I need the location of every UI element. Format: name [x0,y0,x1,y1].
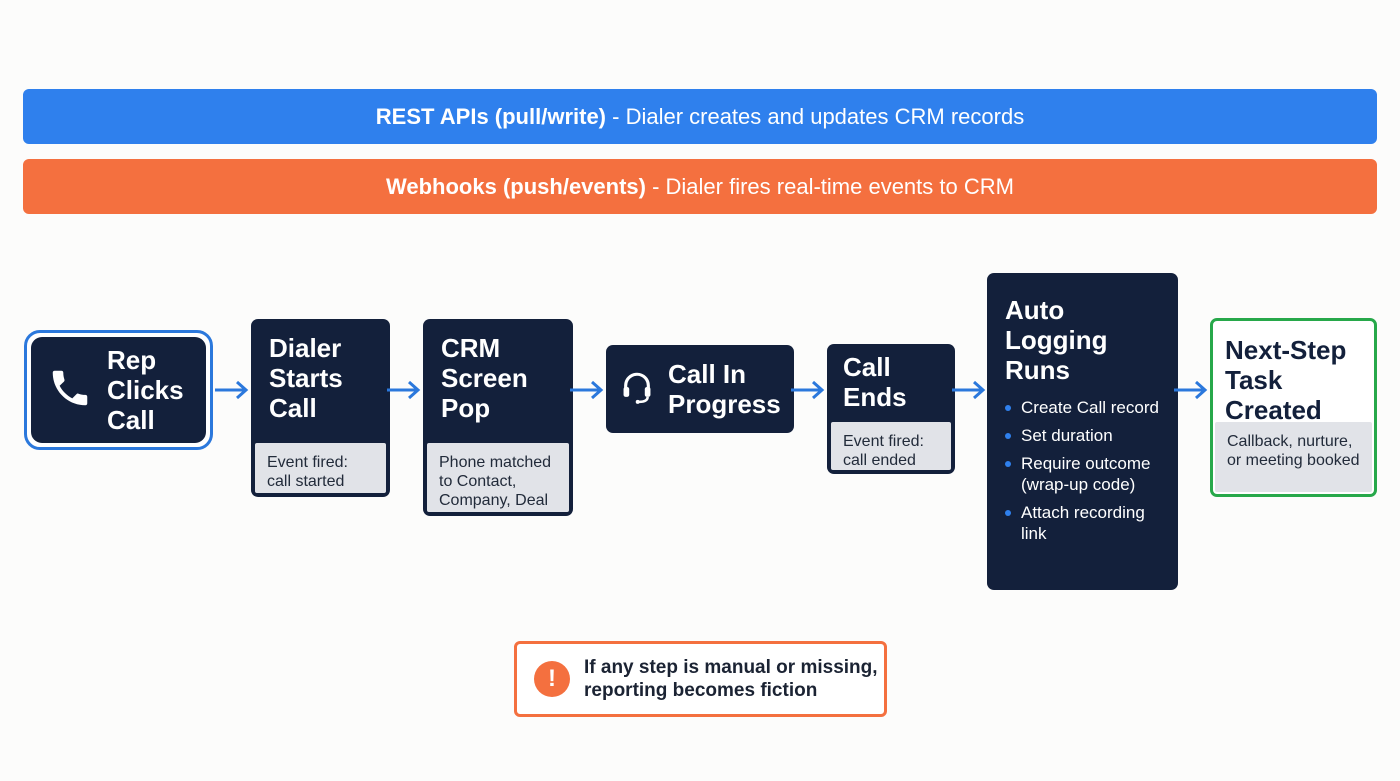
list-item: Create Call record [1005,397,1160,418]
step-title: Call In Progress [668,359,781,419]
list-item: Require outcome (wrap-up code) [1005,453,1160,495]
rest-api-banner-label: REST APIs (pull/write) [375,103,607,129]
flow-arrow [213,378,251,402]
flow-arrow [789,378,827,402]
step-title: CRM Screen Pop [441,333,528,423]
list-item: Attach recording link [1005,502,1160,544]
flow-arrow [950,378,988,402]
step-call-ends: Call Ends Event fired: call ended [827,344,955,474]
rest-api-banner: REST APIs (pull/write) - Dialer creates … [23,89,1377,144]
auto-logging-list: Create Call record Set duration Require … [1005,397,1160,551]
step-detail: Callback, nurture, or meeting booked [1215,422,1372,492]
step-next-step-task-created: Next-Step Task Created Callback, nurture… [1210,318,1377,497]
webhooks-banner: Webhooks (push/events) - Dialer fires re… [23,159,1377,214]
headset-icon [620,368,654,411]
flow-arrow [385,378,423,402]
step-call-in-progress: Call In Progress [606,345,794,433]
webhooks-banner-text: - Dialer fires real-time events to CRM [645,173,1014,199]
rest-api-banner-text: - Dialer creates and updates CRM records [606,103,1025,129]
step-crm-screen-pop: CRM Screen Pop Phone matched to Contact,… [423,319,573,516]
list-item: Set duration [1005,425,1160,446]
exclamation-icon: ! [534,661,570,697]
step-title: Dialer Starts Call [269,333,343,423]
step-title: Call Ends [843,352,907,412]
step-detail: Phone matched to Contact, Company, Deal [427,443,569,512]
step-detail: Event fired: call started [255,443,386,493]
warning-text: If any step is manual or missing, report… [584,657,878,701]
step-title: Next-Step Task Created [1225,335,1347,425]
flow-arrow [568,378,606,402]
step-dialer-starts-call: Dialer Starts Call Event fired: call sta… [251,319,390,497]
step-detail: Event fired: call ended [831,422,951,470]
webhooks-banner-label: Webhooks (push/events) [386,173,646,199]
step-auto-logging-runs: Auto Logging Runs Create Call record Set… [987,273,1178,590]
flow-arrow [1172,378,1210,402]
phone-icon [47,365,93,416]
step-title: Rep Clicks Call [107,345,184,435]
warning-callout: ! If any step is manual or missing, repo… [514,641,887,717]
step-rep-clicks-call: Rep Clicks Call [24,330,213,450]
step-title: Auto Logging Runs [1005,295,1108,385]
